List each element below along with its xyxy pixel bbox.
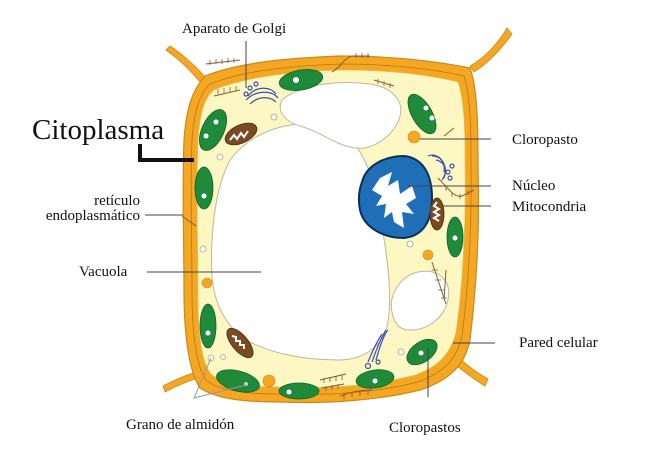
vacuole-upper [279, 82, 402, 149]
label-vacuole: Vacuola [79, 264, 128, 280]
label-chloroplasts: Cloropastos [389, 420, 461, 436]
chloroplasts [194, 69, 464, 400]
mitochondrion [224, 122, 258, 146]
label-er-line1: retículo [94, 193, 140, 209]
endoplasmic-reticulum [181, 53, 475, 399]
chloroplast [278, 382, 320, 400]
label-golgi: Aparato de Golgi [182, 21, 287, 37]
cytoplasm-pointer [138, 144, 194, 162]
golgi-right [427, 154, 455, 181]
golgi-bottom [364, 329, 389, 370]
chloroplast [216, 369, 260, 393]
label-starch: Grano de almidón [126, 417, 235, 433]
nucleus [357, 154, 434, 240]
mitochondrion [226, 327, 254, 359]
label-nucleus: Núcleo [512, 178, 556, 194]
small-orange-bodies [201, 130, 434, 388]
label-er-line2: endoplasmático [45, 208, 140, 224]
vacuole [211, 123, 391, 361]
mitochondria [224, 122, 445, 359]
chloroplast [199, 303, 217, 349]
label-mitochondria: Mitocondria [512, 199, 587, 215]
chloroplast [407, 93, 437, 135]
mitochondrion [429, 197, 445, 231]
chloroplast [446, 216, 464, 258]
cell-membrane [190, 63, 472, 395]
golgi-top [243, 81, 279, 105]
vesicles [199, 113, 414, 362]
vacuole-small [390, 270, 450, 331]
label-chloroplast: Cloropasto [512, 132, 578, 148]
chloroplast [194, 166, 214, 210]
leader-lines [145, 41, 495, 399]
chloroplast [198, 109, 228, 151]
label-cytoplasm: Citoplasma [32, 114, 165, 146]
chloroplast [278, 69, 324, 91]
label-cell-wall: Pared celular [519, 335, 598, 351]
golgi-apparatus [243, 81, 455, 370]
chloroplast [355, 369, 395, 389]
